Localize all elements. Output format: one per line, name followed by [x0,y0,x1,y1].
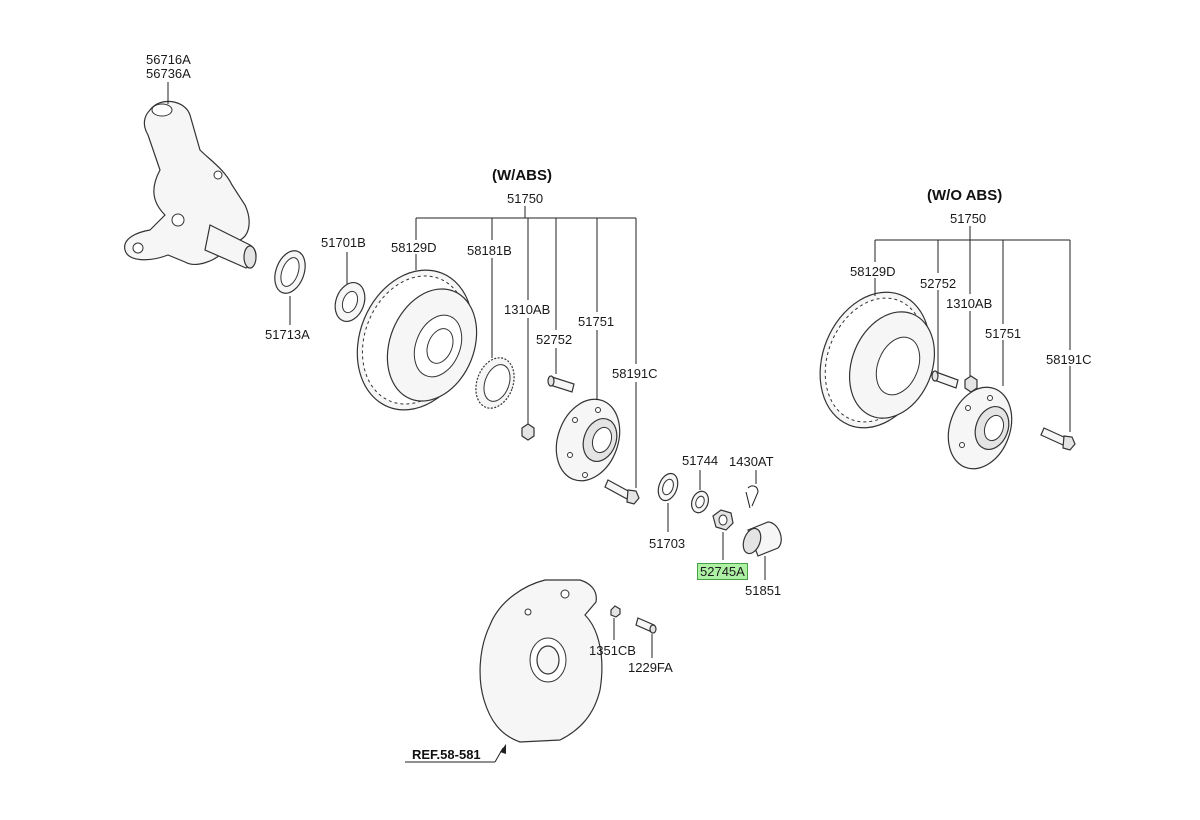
steering-knuckle[interactable] [124,100,257,269]
nut-1310AB-right[interactable] [964,375,978,393]
nut-1351CB[interactable] [610,605,621,618]
label-51750-right[interactable]: 51750 [950,211,987,226]
brake-disc-right[interactable] [801,276,950,445]
bolt-52752-right[interactable] [931,370,959,389]
bearing-51703[interactable] [655,471,681,503]
label-58191C-left[interactable]: 58191C [612,366,658,381]
label-58181B[interactable]: 58181B [467,243,512,258]
hub-51751-left[interactable] [545,390,630,489]
dust-shield[interactable] [479,579,603,743]
hub-cap-51851[interactable] [740,521,782,557]
bearing-51701B[interactable] [330,278,370,325]
label-51703[interactable]: 51703 [649,536,686,551]
cotter-pin-1430AT[interactable] [745,485,759,509]
label-58129D-right[interactable]: 58129D [850,264,896,279]
label-51751-right[interactable]: 51751 [985,326,1022,341]
label-51713A[interactable]: 51713A [265,327,310,342]
label-56716A[interactable]: 56716A [146,52,191,67]
seal-51713A[interactable] [269,247,310,298]
label-1310AB-right[interactable]: 1310AB [946,296,993,311]
label-51851[interactable]: 51851 [745,583,782,598]
label-1430AT[interactable]: 1430AT [729,454,774,469]
label-52745A-highlighted[interactable]: 52745A [697,563,748,580]
brake-disc-left[interactable] [337,253,493,428]
header-without-abs: (W/O ABS) [927,187,1003,204]
bolt-58191C-left[interactable] [604,479,640,505]
label-1351CB[interactable]: 1351CB [589,643,636,658]
nut-52745A[interactable] [712,509,734,531]
label-58129D-left[interactable]: 58129D [391,240,437,255]
label-1310AB-left[interactable]: 1310AB [504,302,551,317]
label-51701B[interactable]: 51701B [321,235,366,250]
label-1229FA[interactable]: 1229FA [628,660,673,675]
bolt-1229FA[interactable] [635,617,657,634]
nut-1310AB-left[interactable] [521,423,535,441]
label-52752-right[interactable]: 52752 [920,276,957,291]
ref-link-58-581[interactable]: REF.58-581 [412,747,481,762]
bolt-52752-left[interactable] [547,375,575,393]
label-56736A[interactable]: 56736A [146,66,191,81]
hub-51751-right[interactable] [937,378,1022,477]
label-51751-left[interactable]: 51751 [578,314,615,329]
label-52752-left[interactable]: 52752 [536,332,573,347]
header-with-abs: (W/ABS) [492,167,552,184]
label-51750-left[interactable]: 51750 [507,191,544,206]
label-51744[interactable]: 51744 [682,453,719,468]
bolt-58191C-right[interactable] [1040,427,1076,451]
label-58191C-right[interactable]: 58191C [1046,352,1092,367]
washer-51744[interactable] [689,489,712,515]
abs-ring-58181B[interactable] [469,352,521,413]
